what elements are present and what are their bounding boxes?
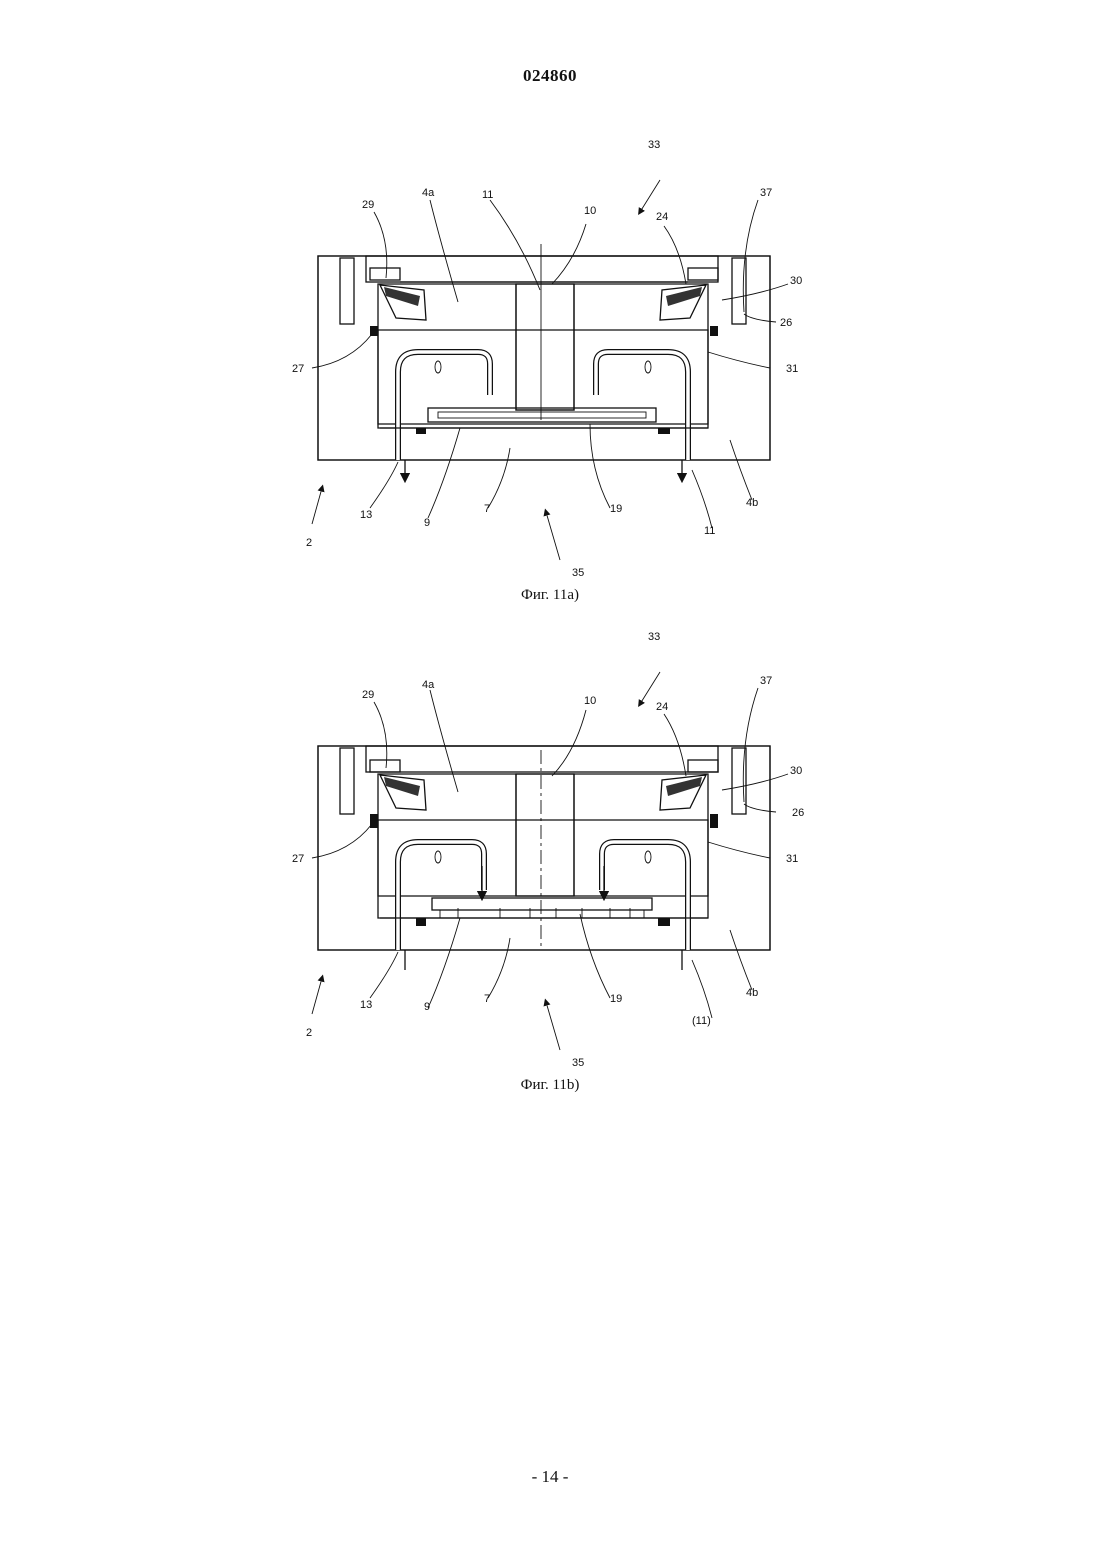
label-2: 2 — [306, 1027, 312, 1039]
top-lid — [366, 746, 718, 772]
label-31: 31 — [786, 853, 798, 865]
label-10: 10 — [584, 695, 596, 707]
label-4b: 4b — [746, 987, 758, 999]
label-37: 37 — [760, 675, 772, 687]
page-number: - 14 - — [0, 1467, 1100, 1487]
label-35: 35 — [572, 1057, 584, 1069]
label-24: 24 — [656, 701, 668, 713]
label-9: 9 — [424, 1001, 430, 1013]
caption-fig-11b: Фиг. 11b) — [521, 1077, 580, 1093]
flow-channels-left — [398, 842, 484, 970]
label-7: 7 — [484, 993, 490, 1005]
wedge-elements-24 — [380, 775, 706, 810]
label-13: 13 — [360, 999, 372, 1011]
label-19: 19 — [610, 993, 622, 1005]
figure-11b: 33 29 4a 10 24 37 30 26 27 31 13 9 7 19 … — [0, 0, 1100, 1110]
label-4a: 4a — [422, 679, 435, 691]
label-26: 26 — [792, 807, 804, 819]
seal-29 — [370, 760, 400, 772]
label-11-bottom: (11) — [692, 1015, 711, 1027]
flow-channels-right — [602, 842, 688, 970]
reference-numerals: 33 29 4a 10 24 37 30 26 27 31 13 9 7 19 … — [292, 631, 804, 1093]
label-27: 27 — [292, 853, 304, 865]
central-bore-10 — [516, 774, 574, 896]
leader-lines — [312, 672, 788, 1050]
label-30: 30 — [790, 765, 802, 777]
housing-outer-4b — [318, 746, 770, 950]
seal-27 — [370, 814, 378, 828]
base-plate-7 — [380, 898, 708, 926]
label-33: 33 — [648, 631, 660, 643]
label-29: 29 — [362, 689, 374, 701]
